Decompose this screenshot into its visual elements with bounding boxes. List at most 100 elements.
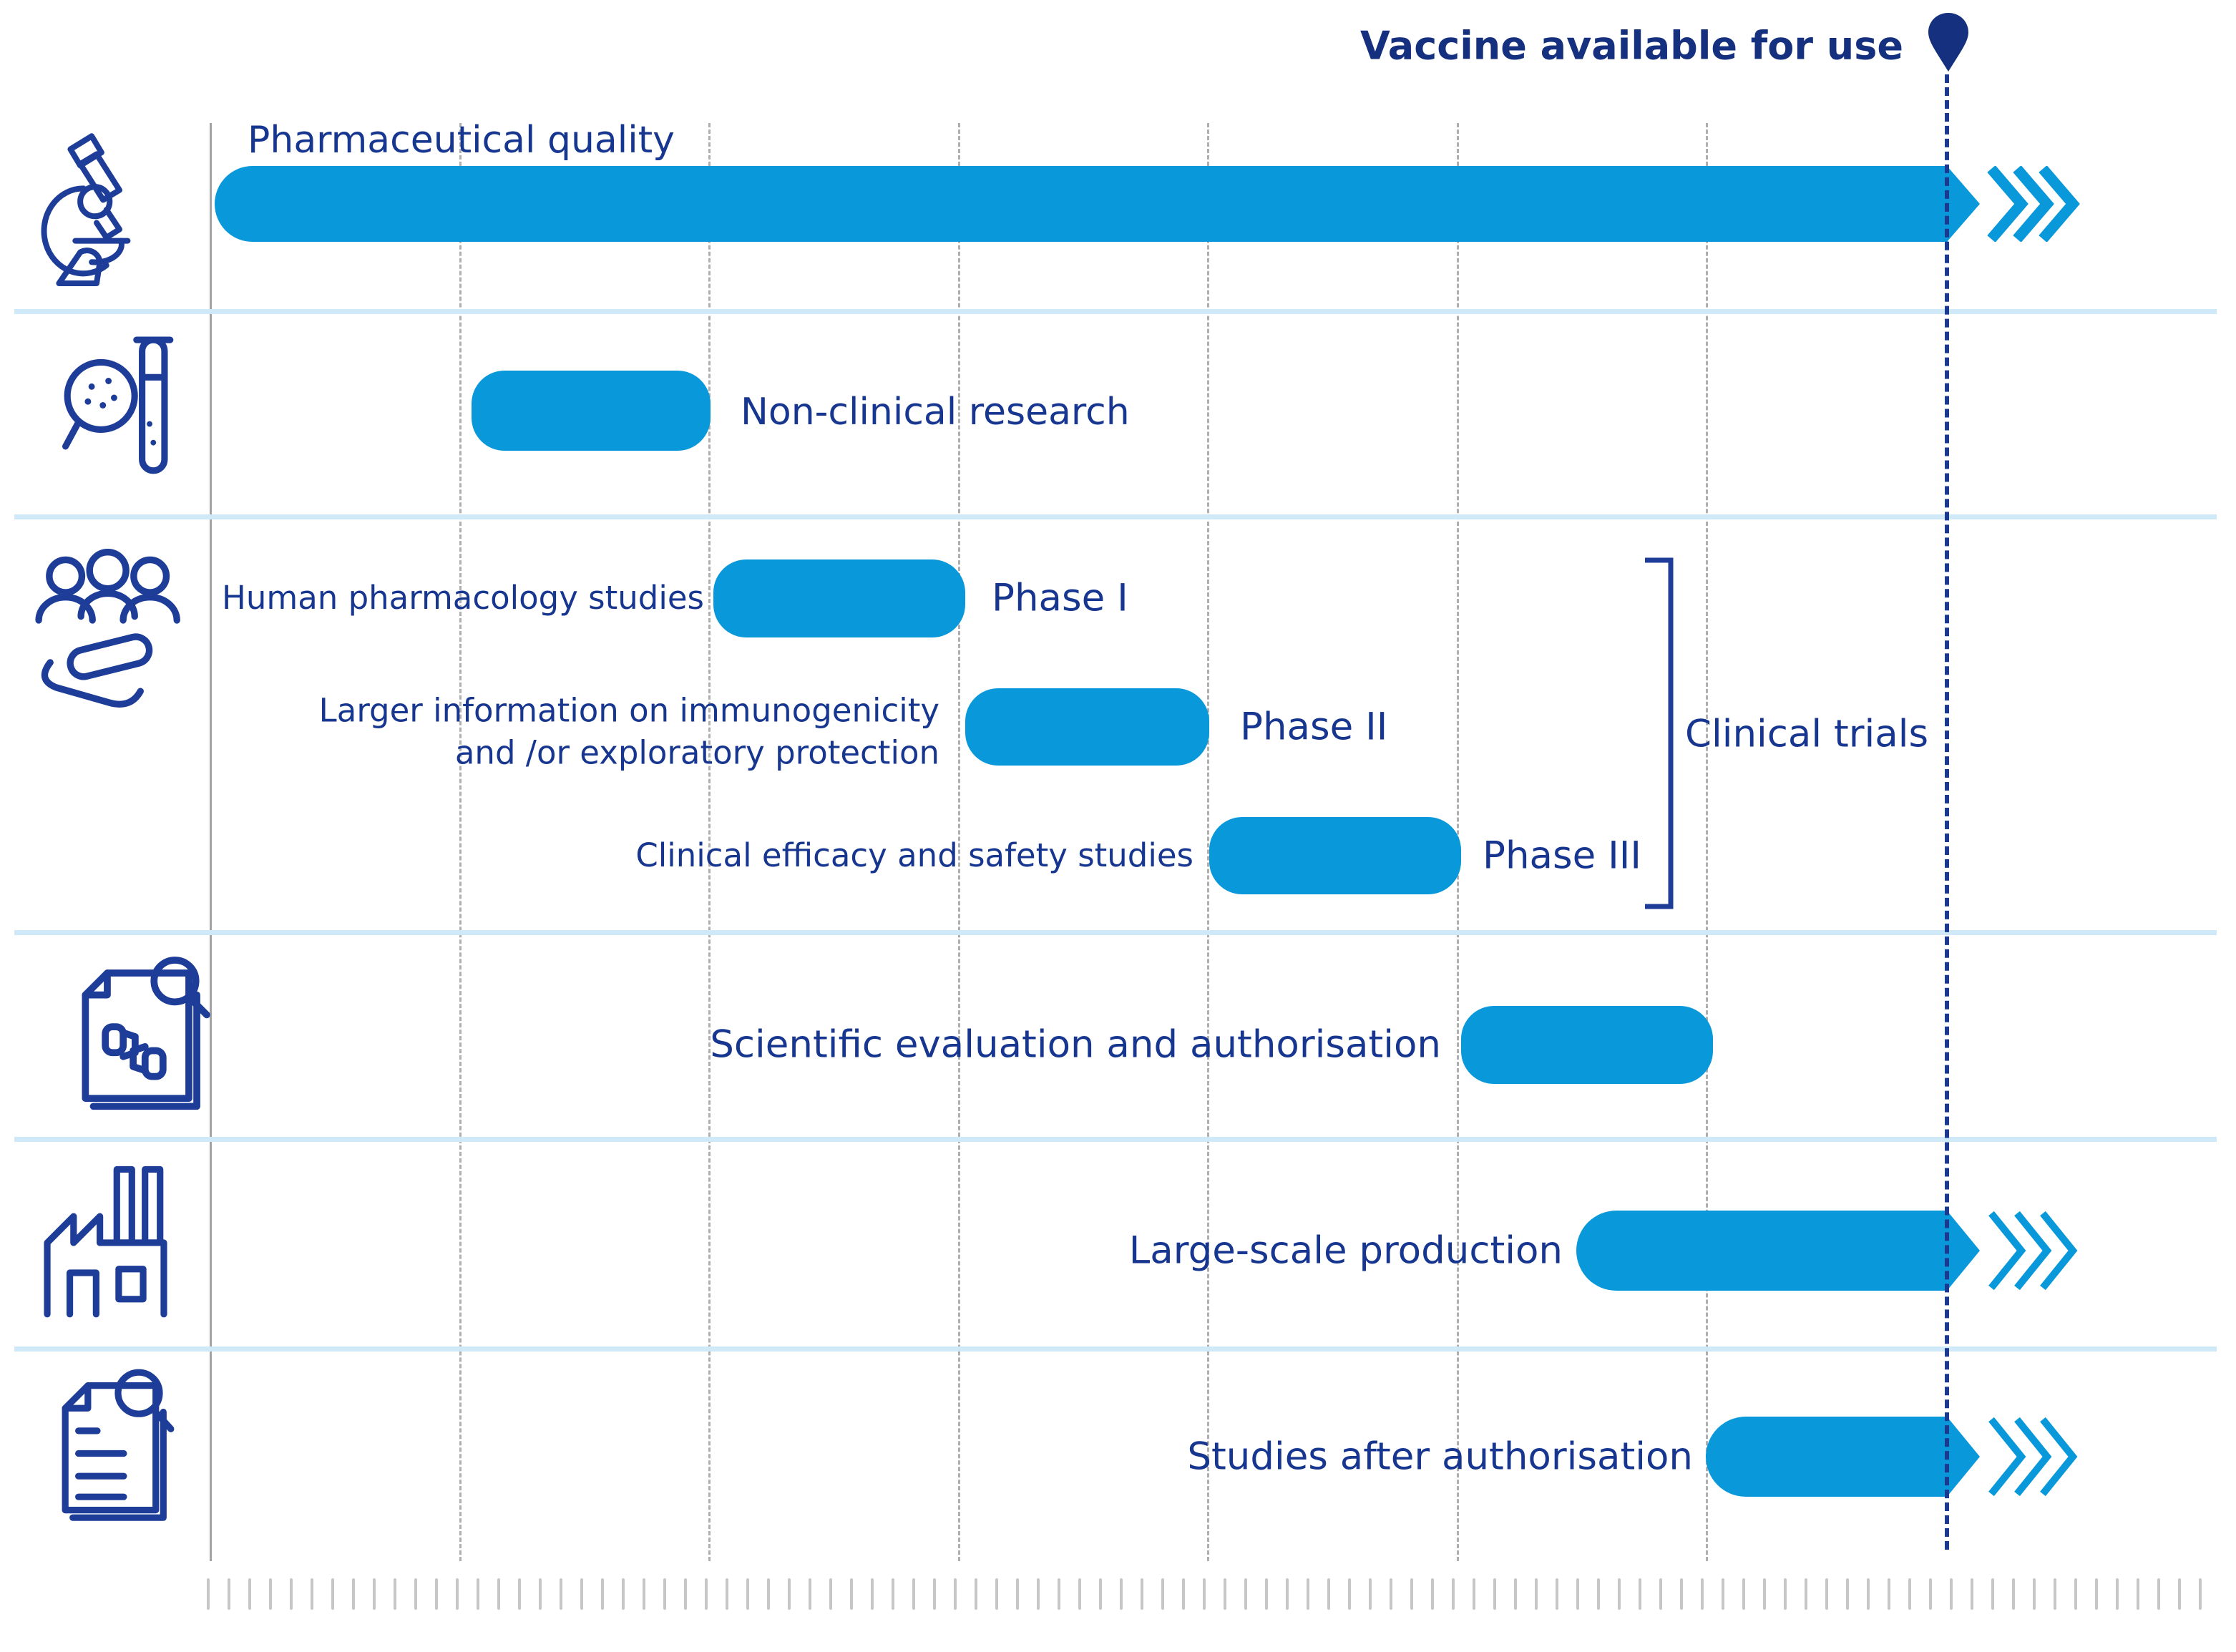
ruler-tick [311, 1578, 313, 1610]
page-title: Vaccine available for use [1359, 23, 1903, 69]
row-label-pharmaceutical-quality: Pharmaceutical quality [248, 119, 675, 162]
document-review-icon [82, 957, 210, 1110]
ruler-tick [684, 1578, 687, 1610]
ruler-tick [1099, 1578, 1102, 1610]
ruler-tick [1244, 1578, 1247, 1610]
ruler-tick [788, 1578, 791, 1610]
clinical-trials-bracket [1645, 557, 1674, 909]
ruler-tick [767, 1578, 770, 1610]
ruler-tick [1224, 1578, 1226, 1610]
ruler-tick [248, 1578, 251, 1610]
ruler-tick [850, 1578, 853, 1610]
row-label-non-clinical-research: Non-clinical research [741, 391, 1130, 434]
timeline-bar-large-scale-production [1576, 1211, 1948, 1291]
ruler-tick [2054, 1578, 2056, 1610]
clinical-trials-group-label: Clinical trials [1685, 712, 1929, 756]
grid-line-dashed [708, 123, 711, 1561]
row-label-large-scale-production: Large-scale production [1128, 1228, 1563, 1273]
ruler-tick [622, 1578, 625, 1610]
ruler-tick [1618, 1578, 1621, 1610]
ruler-tick [933, 1578, 936, 1610]
timeline-bar-studies-after-authorisation [1706, 1417, 1948, 1497]
ruler-tick [1203, 1578, 1206, 1610]
ruler-tick [1784, 1578, 1787, 1610]
ruler-tick [746, 1578, 749, 1610]
ruler-tick [1390, 1578, 1392, 1610]
ruler-tick [373, 1578, 376, 1610]
ruler-tick [414, 1578, 417, 1610]
ruler-tick [1452, 1578, 1455, 1610]
ruler-tick [560, 1578, 562, 1610]
ruler-tick [290, 1578, 293, 1610]
ruler-tick [954, 1578, 957, 1610]
ruler-tick [2178, 1578, 2181, 1610]
ruler-tick [269, 1578, 272, 1610]
ruler-tick [1078, 1578, 1081, 1610]
grid-line-dashed [459, 123, 462, 1561]
ruler-tick [663, 1578, 666, 1610]
ruler-tick [1016, 1578, 1019, 1610]
phase2-label: Phase II [1240, 705, 1388, 749]
phase3-label: Phase III [1483, 834, 1641, 878]
ruler-tick [2116, 1578, 2119, 1610]
ruler-tick [1120, 1578, 1123, 1610]
ruler-tick [1950, 1578, 1953, 1610]
ruler-tick [1763, 1578, 1766, 1610]
ruler-tick [2074, 1578, 2077, 1610]
phase2-description-line2: and /or exploratory protection [454, 733, 939, 771]
row-divider [14, 1137, 2217, 1142]
ruler-tick [1182, 1578, 1185, 1610]
ruler-tick [207, 1578, 210, 1610]
ruler-tick [995, 1578, 998, 1610]
row-divider [14, 1346, 2217, 1352]
people-icon [35, 549, 180, 708]
location-pin-icon [1928, 13, 1968, 72]
phase3-description: Clinical efficacy and safety studies [635, 836, 1193, 874]
ruler-tick [975, 1578, 977, 1610]
ruler-tick [892, 1578, 894, 1610]
grid-line-dashed [1706, 123, 1708, 1561]
row-divider [14, 930, 2217, 935]
timeline-bar-phase-1 [713, 559, 965, 637]
ruler-tick [2012, 1578, 2015, 1610]
ruler-tick [1929, 1578, 1932, 1610]
continues-arrow-chevrons-icon [1947, 166, 2080, 242]
ruler-tick [2095, 1578, 2098, 1610]
ruler-tick [352, 1578, 355, 1610]
ruler-tick [1141, 1578, 1143, 1610]
ruler-tick [1037, 1578, 1040, 1610]
phase2-description: Larger information on immunogenicity and… [215, 690, 939, 774]
ruler-tick [1805, 1578, 1807, 1610]
ruler-tick [497, 1578, 500, 1610]
grid-line-solid [210, 123, 212, 1561]
ruler-tick [518, 1578, 521, 1610]
ruler-tick [601, 1578, 604, 1610]
continues-arrow-chevrons-icon [1947, 1417, 2078, 1497]
ruler-tick [1369, 1578, 1372, 1610]
ruler-tick [1493, 1578, 1496, 1610]
ruler-tick [1846, 1578, 1849, 1610]
ruler-tick [1991, 1578, 1994, 1610]
ruler-tick [1535, 1578, 1538, 1610]
ruler-tick [1888, 1578, 1890, 1610]
ruler-tick [1473, 1578, 1475, 1610]
ruler-tick [331, 1578, 334, 1610]
row-divider [14, 309, 2217, 314]
timeline-bar-pharmaceutical-quality [214, 166, 1948, 242]
phase1-description: Human pharmacology studies [222, 578, 704, 617]
ruler-tick [477, 1578, 479, 1610]
microscope-icon [41, 133, 131, 286]
ruler-tick [1410, 1578, 1413, 1610]
ruler-tick [1597, 1578, 1600, 1610]
ruler-tick [1265, 1578, 1268, 1610]
ruler-tick [871, 1578, 874, 1610]
ruler-tick [1742, 1578, 1745, 1610]
ruler-tick [1348, 1578, 1351, 1610]
ruler-tick [1576, 1578, 1579, 1610]
ruler-tick [1825, 1578, 1828, 1610]
ruler-tick [2199, 1578, 2202, 1610]
ruler-tick [1659, 1578, 1662, 1610]
ruler-tick [1680, 1578, 1683, 1610]
grid-line-dashed [957, 123, 960, 1561]
